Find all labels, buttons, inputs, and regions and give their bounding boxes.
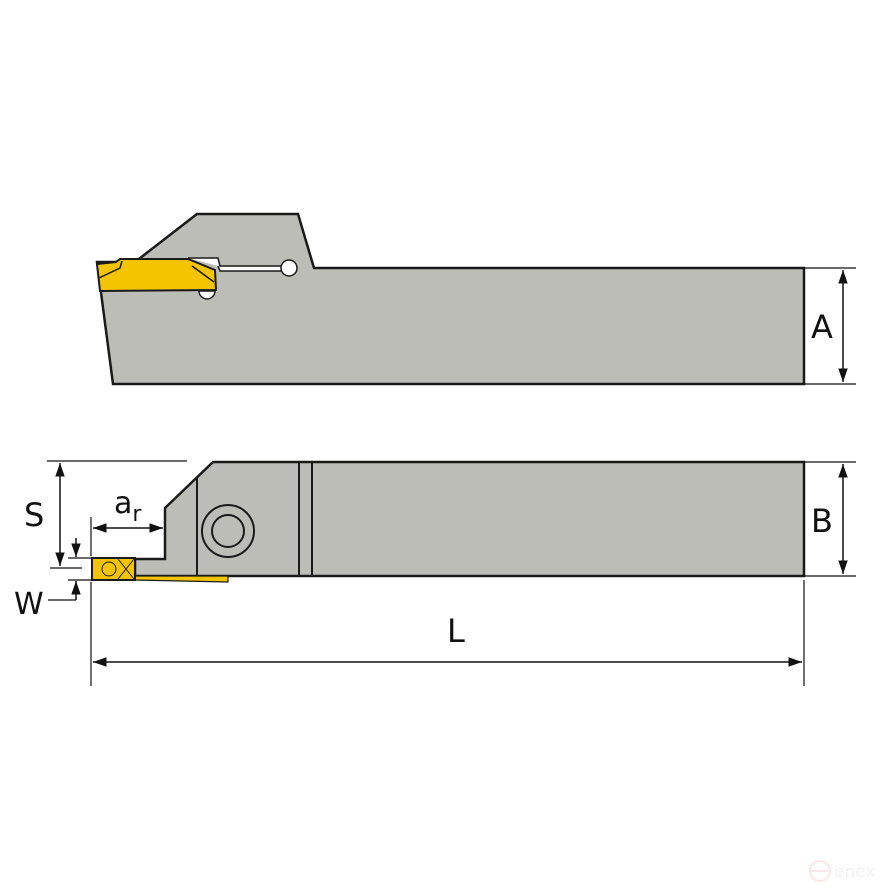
dimension-l-label: L <box>447 612 465 650</box>
holder-body-side <box>133 460 806 578</box>
holder-body-top <box>95 212 806 386</box>
side-view: B L S ar W <box>14 460 856 686</box>
top-view: A <box>95 212 856 386</box>
dimension-w-label: W <box>14 587 44 622</box>
insert-top <box>95 258 218 293</box>
clamp-hole-icon <box>280 259 298 277</box>
dimension-a-label: A <box>811 308 833 346</box>
insert-edge-right <box>191 265 215 283</box>
dimension-s-label: S <box>24 496 44 534</box>
dimension-ar-label: ar <box>114 486 142 527</box>
screw-inner-icon <box>211 514 245 548</box>
svg-text:enex: enex <box>834 862 875 882</box>
relief-hole <box>198 290 216 300</box>
insert-edge-left <box>98 260 123 279</box>
insert-side <box>91 557 136 581</box>
blade-strip <box>134 575 229 583</box>
enex-logo: enex <box>809 860 875 882</box>
dimension-b-label: B <box>811 502 833 540</box>
screw-outer-icon <box>201 504 255 558</box>
